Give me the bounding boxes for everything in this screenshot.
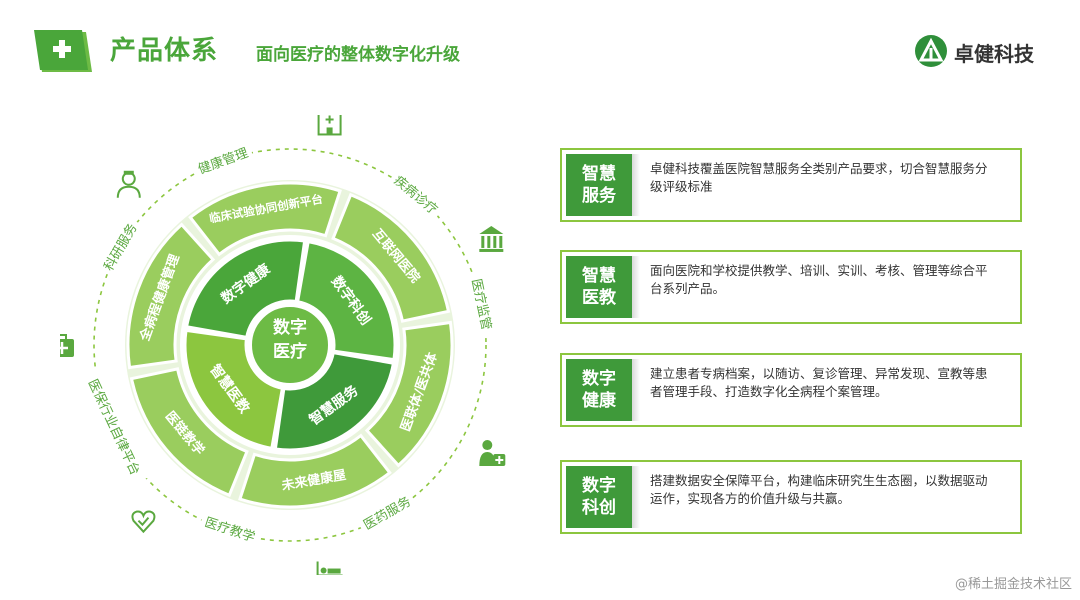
middle-segment (126, 222, 216, 370)
feature-card: 智慧医教面向医院和学校提供教学、培训、实训、考核、管理等综合平台系列产品。 (560, 250, 1022, 324)
outer-label-bg (97, 216, 145, 279)
feature-card: 数字健康建立患者专病档案，以随访、复诊管理、异常发现、宣教等患者管理手段、打造数… (560, 353, 1022, 427)
header: 产品体系 面向医疗的整体数字化升级 卓健科技 (0, 0, 1080, 100)
feature-card-desc: 卓健科技覆盖医院智慧服务全类别产品要求，切合智慧服务分级评级标准 (650, 161, 988, 194)
feature-card-desc: 面向医院和学校提供教学、培训、实训、考核、管理等综合平台系列产品。 (650, 263, 988, 296)
page-subtitle: 面向医疗的整体数字化升级 (256, 45, 460, 65)
feature-card-label-shadow (632, 359, 640, 421)
medical-kit-icon (60, 334, 74, 357)
nurse-icon (116, 170, 141, 198)
page-title: 产品体系 (110, 36, 219, 66)
brand-name: 卓健科技 (954, 42, 1034, 66)
outer-dashed-ring (93, 148, 487, 542)
doctor-plus-icon (479, 440, 506, 467)
outer-label-bg (356, 490, 419, 538)
outer-label-bg (78, 368, 148, 487)
middle-segment (331, 192, 451, 323)
feature-card-label: 数字科创 (566, 466, 632, 528)
feature-card-label: 智慧服务 (566, 154, 632, 216)
heart-hands-icon (131, 510, 156, 534)
medical-plus-icon (34, 30, 92, 72)
feature-card-label-shadow (632, 256, 640, 318)
outer-label-bg (464, 273, 497, 336)
patient-bed-icon (316, 561, 343, 575)
inner-segment (273, 350, 396, 452)
feature-card-label-shadow (632, 154, 640, 216)
middle-segment (129, 367, 249, 498)
feature-card: 智慧服务卓健科技覆盖医院智慧服务全类别产品要求，切合智慧服务分级评级标准 (560, 148, 1022, 222)
inner-segment (295, 239, 397, 362)
outer-label: 健康管理 (196, 145, 250, 178)
outer-label-bg (385, 168, 445, 223)
middle-segment (238, 433, 392, 509)
inner-segment (183, 328, 285, 451)
brand-logo-icon (915, 35, 947, 67)
center-label: 数字 (273, 317, 307, 338)
center-label-line2: 医疗 (273, 341, 307, 362)
center-circle (248, 303, 332, 387)
feature-card-label-shadow (632, 466, 640, 528)
hospital-icon (317, 115, 342, 136)
feature-card-label: 数字健康 (566, 359, 632, 421)
outer-label: 疾病诊疗 (391, 173, 440, 218)
middle-segment (364, 320, 454, 468)
outer-label-bg (191, 142, 255, 182)
feature-card-desc: 建立患者专病档案，以随访、复诊管理、异常发现、宣教等患者管理手段、打造数字化全病… (650, 366, 988, 399)
feature-card: 数字科创搭建数据安全保障平台，构建临床研究生生态圈，以数据驱动运作，实现各方的价… (560, 460, 1022, 534)
feature-card-label: 智慧医教 (566, 256, 632, 318)
inner-segment (184, 238, 307, 340)
bank-icon (479, 225, 504, 252)
outer-label-bg (198, 511, 262, 550)
middle-segment (188, 181, 342, 257)
watermark: @稀土掘金技术社区 (954, 577, 1072, 592)
feature-card-desc: 搭建数据安全保障平台，构建临床研究生生态圈，以数据驱动运作，实现各方的价值升级与… (650, 473, 988, 506)
